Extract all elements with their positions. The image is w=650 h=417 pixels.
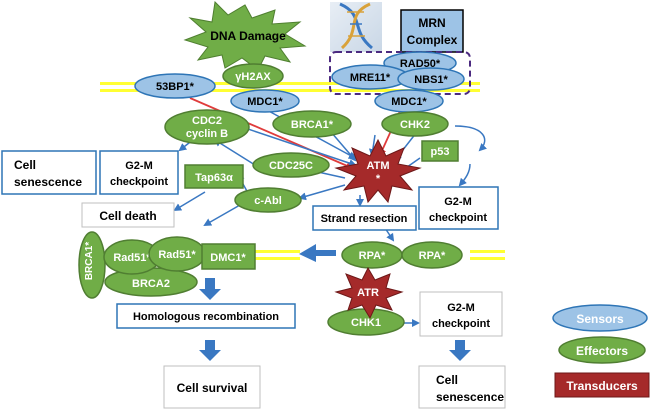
- brca2-label: BRCA2: [132, 278, 170, 290]
- g2m-bottom-line1: G2-M: [447, 302, 475, 314]
- cell-senescence-left-line2: senescence: [14, 175, 82, 189]
- effector-cdc25c: CDC25C: [252, 152, 330, 178]
- rpa-b-label: RPA*: [419, 250, 446, 262]
- checkpoint-g2m-left: G2-M checkpoint: [99, 150, 179, 195]
- effector-p53: p53: [421, 140, 459, 162]
- mrn-complex-box: MRN Complex: [400, 9, 464, 53]
- rad51-a-label: Rad51*: [113, 252, 151, 264]
- dna-helix-image: [330, 2, 382, 52]
- g2m-right-line1: G2-M: [444, 196, 472, 208]
- c-abl-label: c-Abl: [254, 195, 282, 207]
- process-strand-resection: Strand resection: [312, 205, 417, 231]
- effector-h2ax: γH2AX: [222, 63, 284, 89]
- rad50-label: RAD50*: [400, 58, 441, 70]
- effector-rpa-a: RPA*: [341, 241, 403, 269]
- dna-damage-label: DNA Damage: [210, 29, 286, 43]
- effector-brca2: BRCA2: [104, 267, 198, 297]
- nbs1-label: NBS1*: [414, 74, 448, 86]
- mdc1-right-label: MDC1*: [391, 96, 427, 108]
- cyclinb-label: cyclin B: [186, 128, 228, 140]
- process-homologous-recombination: Homologous recombination: [116, 303, 296, 329]
- outcome-cell-survival: Cell survival: [163, 365, 261, 409]
- effector-cdc2-cyclinb: CDC2 cyclin B: [164, 109, 250, 145]
- outcome-cell-senescence-left: Cell senescence: [1, 150, 97, 195]
- sensor-mre11: MRE11*: [331, 64, 409, 90]
- effector-c-abl: c-Abl: [234, 187, 302, 213]
- rpa-a-label: RPA*: [359, 250, 386, 262]
- legend-effectors: Effectors: [558, 336, 646, 364]
- cell-death-label: Cell death: [99, 209, 156, 223]
- strand-resection-label: Strand resection: [321, 213, 408, 225]
- legend-sensors-label: Sensors: [576, 312, 624, 326]
- effector-brca1-top: BRCA1*: [272, 110, 352, 138]
- sensor-mdc1-right: MDC1*: [374, 89, 444, 113]
- effector-rpa-b: RPA*: [401, 241, 463, 269]
- brca1-side-label: BRCA1*: [84, 242, 95, 280]
- checkpoint-g2m-right: G2-M checkpoint: [418, 186, 499, 230]
- legend-sensors: Sensors: [552, 304, 648, 332]
- mdc1-left-label: MDC1*: [247, 96, 283, 108]
- effector-chk2: CHK2: [381, 111, 449, 137]
- cell-survival-label: Cell survival: [177, 381, 248, 395]
- effector-brca1-side: BRCA1*: [78, 231, 106, 299]
- effector-dmc1: DMC1*: [201, 243, 256, 270]
- cell-senescence-left-line1: Cell: [14, 158, 36, 172]
- g2m-right-line2: checkpoint: [429, 212, 487, 224]
- effector-tap63: Tap63α: [184, 164, 244, 189]
- legend-transducers: Transducers: [554, 372, 650, 398]
- tap63-label: Tap63α: [195, 172, 233, 184]
- g2m-bottom-line2: checkpoint: [432, 318, 490, 330]
- rad51-b-label: Rad51*: [158, 249, 196, 261]
- cell-senescence-bottom-line1: Cell: [436, 373, 458, 387]
- g2m-left-line2: checkpoint: [110, 176, 168, 188]
- sensor-mdc1-left: MDC1*: [230, 89, 300, 113]
- mre11-label: MRE11*: [350, 72, 391, 84]
- 53bp1-label: 53BP1*: [156, 81, 195, 93]
- h2ax-label: γH2AX: [235, 71, 271, 83]
- dna-strand-top: [100, 82, 480, 92]
- transducer-atm: ATM *: [334, 138, 422, 204]
- outcome-cell-death: Cell death: [81, 202, 175, 228]
- p53-label: p53: [431, 146, 450, 158]
- dna-damage-burst: DNA Damage: [183, 0, 307, 71]
- mrn-complex-label-line1: MRN: [418, 16, 445, 30]
- checkpoint-g2m-bottom: G2-M checkpoint: [419, 291, 503, 337]
- dmc1-label: DMC1*: [210, 252, 246, 264]
- mrn-complex-label-line2: Complex: [407, 33, 458, 47]
- g2m-left-line1: G2-M: [125, 160, 153, 172]
- atm-asterisk: *: [376, 173, 381, 185]
- effector-rad51-b: Rad51*: [148, 236, 206, 272]
- brca1-top-label: BRCA1*: [291, 119, 334, 131]
- legend: Sensors Effectors Transducers: [552, 304, 650, 398]
- transducer-atr: ATR: [334, 266, 404, 320]
- sensor-nbs1: NBS1*: [397, 67, 465, 91]
- sensor-53bp1: 53BP1*: [134, 73, 216, 99]
- atm-label: ATM: [366, 160, 389, 172]
- chk1-label: CHK1: [351, 317, 381, 329]
- cell-senescence-bottom-line2: senescence: [436, 390, 504, 404]
- legend-effectors-label: Effectors: [576, 344, 628, 358]
- atr-label: ATR: [357, 287, 379, 299]
- dna-strand-middle: [255, 250, 505, 260]
- effector-chk1: CHK1: [327, 308, 405, 336]
- legend-transducers-label: Transducers: [566, 379, 638, 393]
- chk2-label: CHK2: [400, 119, 430, 131]
- cdc25c-label: CDC25C: [269, 160, 313, 172]
- cdc2-label: CDC2: [192, 115, 222, 127]
- outcome-cell-senescence-bottom: Cell senescence: [418, 365, 506, 409]
- homologous-recombination-label: Homologous recombination: [133, 311, 279, 323]
